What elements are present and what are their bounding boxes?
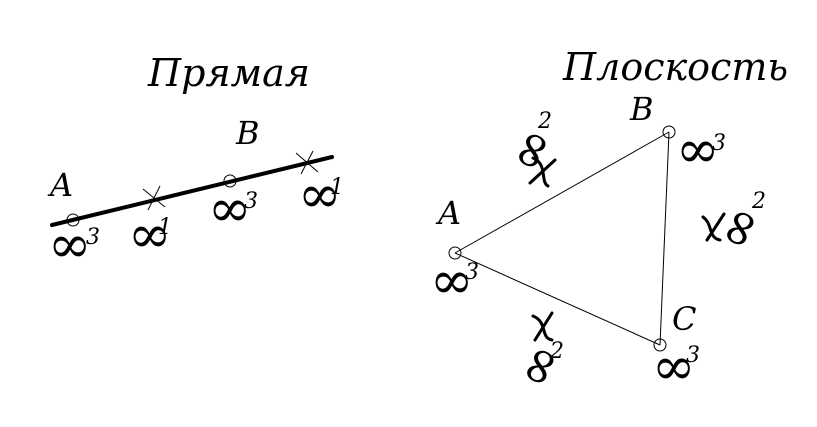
line-cross-point-2: ∞ 1 xyxy=(295,150,344,225)
slashed-marker-stroke xyxy=(531,314,554,342)
line-panel-title: Прямая xyxy=(147,51,310,95)
slashed-marker-stroke xyxy=(528,158,557,185)
point-circle-marker xyxy=(223,174,237,188)
infinity-exponent: 1 xyxy=(330,175,344,200)
triangle-side-bc xyxy=(659,131,670,346)
line-point-b: B ∞ 3 xyxy=(208,114,260,239)
vertex-label-c: C xyxy=(672,300,696,338)
infinity-symbol: ∞ xyxy=(652,337,695,397)
plane-side-ac-annotation: ∞ 2 xyxy=(503,311,576,399)
cross-marker-stroke xyxy=(300,150,314,175)
vertex-label-b: B xyxy=(629,90,654,128)
plane-side-ab-annotation: ∞ 2 xyxy=(495,109,568,188)
infinity-symbol: ∞ xyxy=(48,215,91,275)
point-circle-marker xyxy=(653,338,667,352)
infinity-exponent: 2 xyxy=(537,109,552,134)
line-panel: Прямая A ∞ 3 ∞ 1 B ∞ 3 ∞ 1 xyxy=(47,51,344,275)
infinity-symbol: ∞ xyxy=(495,118,568,183)
slashed-marker-stroke xyxy=(533,311,554,342)
point-circle-marker xyxy=(662,125,676,139)
plane-panel-title: Плоскость xyxy=(562,45,788,89)
infinity-symbol: ∞ xyxy=(128,205,171,265)
infinity-symbol: ∞ xyxy=(208,179,251,239)
infinity-exponent: 3 xyxy=(686,343,700,368)
plane-panel: Плоскость A ∞ 3 B ∞ 3 C ∞ 3 ∞ xyxy=(430,45,788,398)
infinity-exponent: 2 xyxy=(751,189,766,214)
cross-marker-stroke xyxy=(147,185,161,211)
plane-vertex-b: B ∞ 3 xyxy=(629,90,726,180)
infinity-symbol: ∞ xyxy=(676,120,719,180)
infinity-symbol: ∞ xyxy=(503,334,576,399)
point-circle-marker xyxy=(448,246,462,260)
point-label-a: A xyxy=(47,166,73,204)
slashed-marker-stroke xyxy=(701,215,722,242)
slashed-marker-stroke xyxy=(705,212,726,242)
infinity-exponent: 2 xyxy=(549,339,564,364)
plane-vertex-a: A ∞ 3 xyxy=(430,194,479,311)
triangle-side-ab xyxy=(454,131,670,254)
line-point-a: A ∞ 3 xyxy=(47,166,100,275)
straight-line xyxy=(50,155,334,227)
line-cross-point-1: ∞ 1 xyxy=(128,185,172,265)
infinity-exponent: 3 xyxy=(244,189,258,214)
plane-vertex-c: C ∞ 3 xyxy=(652,300,700,397)
point-circle-marker xyxy=(66,213,80,227)
infinity-exponent: 3 xyxy=(465,260,479,285)
infinity-exponent: 1 xyxy=(158,215,172,240)
triangle-side-ac xyxy=(454,252,661,346)
infinity-exponent: 3 xyxy=(712,131,726,156)
plane-side-bc-annotation: ∞ 2 xyxy=(701,189,775,260)
vertex-label-a: A xyxy=(435,194,461,232)
infinity-symbol: ∞ xyxy=(430,251,473,311)
infinity-exponent: 3 xyxy=(86,225,100,250)
point-label-b: B xyxy=(235,114,260,152)
infinity-symbol: ∞ xyxy=(298,165,341,225)
